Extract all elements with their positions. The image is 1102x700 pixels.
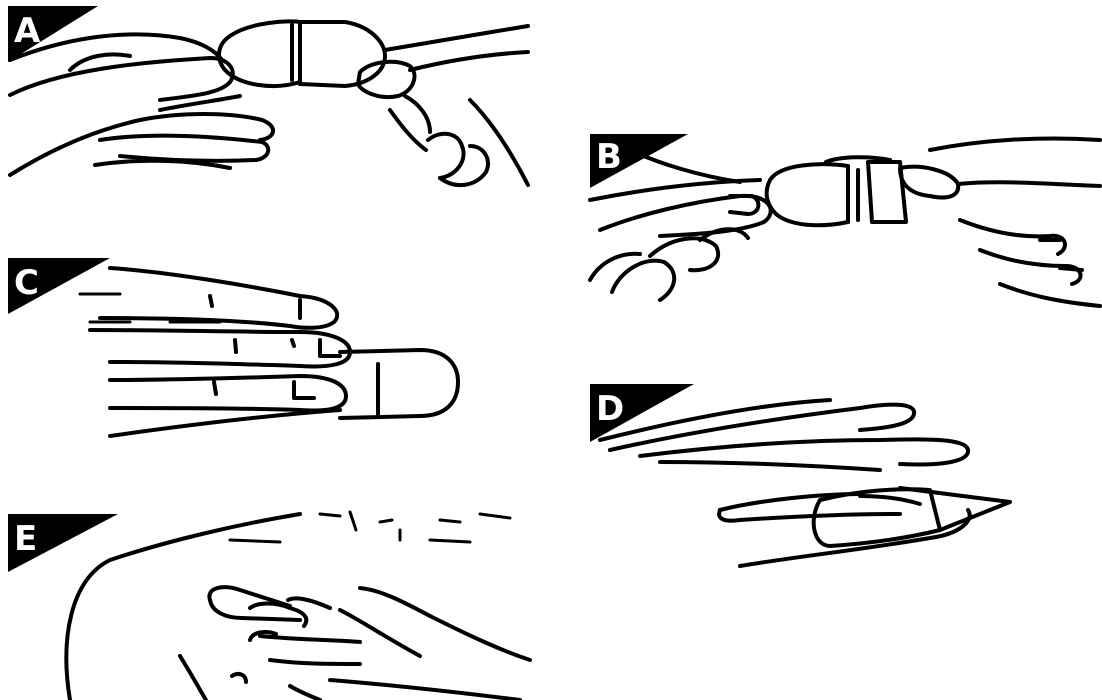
panel-b-label: B (596, 137, 622, 177)
panel-c-fingers-holding-capsule (78, 266, 460, 438)
panel-a: A (8, 6, 530, 188)
panel-c-label: C (14, 263, 39, 303)
panel-a-label: A (14, 11, 41, 51)
panel-e: E (8, 510, 532, 700)
panel-c-badge: C (8, 258, 110, 314)
panel-e-hand-on-chest (64, 510, 532, 700)
panel-e-label: E (14, 519, 37, 559)
panel-d-label: D (596, 389, 624, 429)
panel-c: C (8, 258, 460, 438)
panel-d: D (590, 384, 1012, 568)
panel-b-badge: B (590, 134, 688, 188)
panel-d-hand-rubbing-capsule (598, 398, 1012, 568)
panel-b: B (588, 134, 1102, 308)
panel-e-badge: E (8, 514, 118, 572)
panel-b-hands-separating-capsule (588, 136, 1102, 308)
panel-a-hands-holding-capsule (8, 19, 530, 188)
panel-a-badge: A (8, 6, 98, 62)
panel-d-badge: D (590, 384, 694, 442)
